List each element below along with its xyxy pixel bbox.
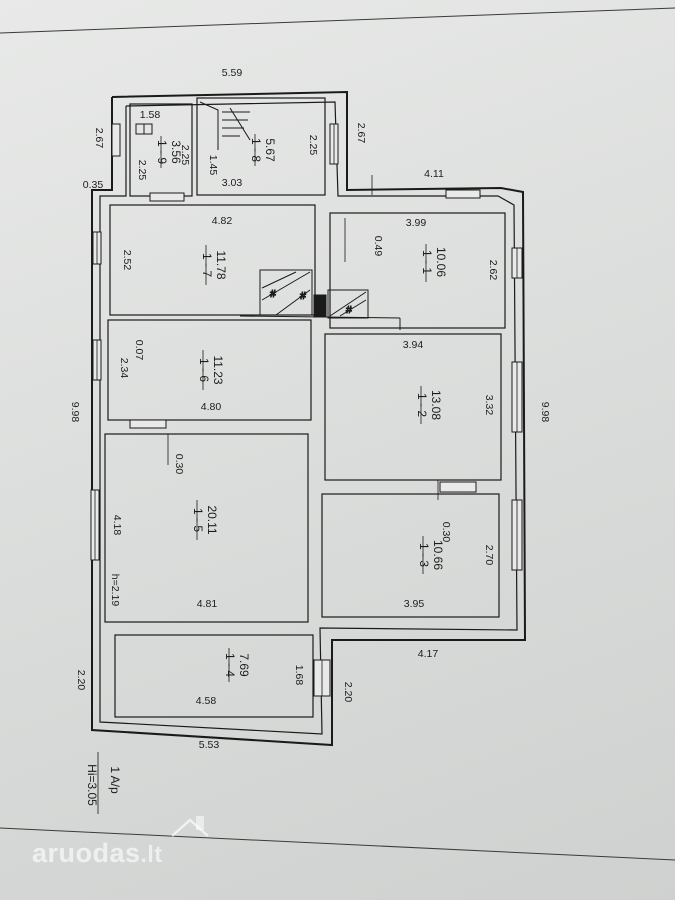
door-1-6-1-5 [129,419,167,429]
stair-1-8-icon [199,101,251,150]
room-1-5-height: 4.18 [111,515,123,536]
room-1-6-extra: 0.07 [133,340,145,361]
room-1-2-width: 3.94 [403,339,424,351]
dimension-marks [167,175,439,500]
room-1-3-area: 10.66 [431,540,445,570]
room-1-1-id: 1 - 1 [420,250,434,274]
room-1-9-width: 1.58 [140,109,161,121]
room-1-7-height: 2.52 [121,250,133,271]
window-left-1-9 [111,123,121,157]
legend-line-1: 1 A/p [108,766,122,794]
room-1-6-label: 1 - 6 11.23 [197,350,225,390]
outer-right-total: 9.98 [539,402,551,423]
outer-right-top: 2.67 [355,123,367,144]
room-1-1-label: 1 - 1 10.06 [420,244,448,282]
legend-line-2: Hi=3.05 [85,764,99,806]
room-1-1-width: 3.99 [406,217,427,229]
door-top-1-1 [445,189,481,199]
room-1-8-area: 5.67 [263,138,277,162]
room-1-9-id: 1 - 9 [155,140,169,164]
room-1-8-width: 3.03 [222,177,243,189]
room-1-2-outline [324,333,502,481]
top-width: 5.59 [222,67,243,79]
paper-edge-top [0,7,675,34]
outer-ledge: 0.35 [83,179,104,191]
door-1-2-1-3 [439,481,477,493]
outer-right-upper: 4.11 [424,168,444,180]
room-1-9-area: 3.56 [169,140,183,164]
toilet-icon [135,123,153,135]
svg-text:#: # [300,290,306,302]
room-1-3-id: 1 - 3 [417,543,431,567]
room-1-1-extra: 0.49 [372,236,384,257]
room-1-6-outline [107,319,312,421]
room-1-8-outline [196,97,326,196]
room-1-2-label: 1 - 2 13.08 [415,386,443,424]
room-1-5-id: 1 - 5 [191,508,205,532]
watermark-tld: .lt [140,841,163,867]
paper-edge-bottom [0,827,675,861]
room-1-2-height: 3.32 [483,395,495,416]
room-1-3-height: 2.70 [483,545,495,566]
room-1-5-height-note: h=2.19 [109,574,121,607]
room-1-1-area: 10.06 [434,247,448,277]
room-1-1-height: 2.62 [487,260,499,281]
house-logo-icon [171,816,209,837]
room-1-4-outline [114,634,314,718]
central-stairs-icon: # # # [239,269,401,330]
bottom-width: 5.53 [199,739,220,751]
room-1-6-width: 4.80 [201,401,222,413]
room-1-8-height-right: 2.25 [307,135,319,156]
room-1-3-width: 3.95 [404,598,425,610]
room-1-4-id: 1 - 4 [223,653,237,677]
room-1-4-height: 1.68 [293,665,305,686]
room-1-6-area: 11.23 [211,355,225,384]
site-watermark: aruodas.lt [32,838,163,869]
room-1-5-width: 4.81 [197,598,218,610]
building-inner-outline [99,101,518,735]
outer-left-total: 9.98 [69,402,81,423]
svg-text:#: # [270,288,276,300]
room-1-8-id: 1 - 8 [249,138,263,162]
room-1-9-height-left: 2.25 [136,160,148,181]
room-1-4-width: 4.58 [196,695,217,707]
outer-left-top: 2.67 [93,128,105,149]
room-1-5-outline [104,433,309,623]
room-1-7-outline [109,204,316,316]
room-1-7-label: 1 - 7 11.78 [200,245,228,285]
room-1-2-id: 1 - 2 [415,393,429,417]
room-1-1-outline [329,212,506,329]
room-1-7-area: 11.78 [214,250,228,279]
room-1-6-id: 1 - 6 [197,358,211,382]
room-1-3-extra: 0.30 [440,522,452,543]
window-mullions [94,124,518,696]
svg-text:#: # [346,304,352,316]
outer-right-bottom: 2.20 [342,682,354,703]
room-1-6-height: 2.34 [118,358,130,379]
outer-left-bottom: 2.20 [75,670,87,691]
room-1-9-height-right: 2.25 [179,145,191,166]
door-top-1-7 [149,192,185,202]
room-1-8-label: 1 - 8 5.67 [249,134,277,166]
room-1-2-area: 13.08 [429,390,443,420]
windows [90,123,523,697]
room-1-7-width: 4.82 [212,215,233,227]
room-1-5-extra: 0.30 [173,454,185,475]
room-1-5-label: 1 - 5 20.11 [191,500,219,540]
room-1-4-label: 1 - 4 7.69 [223,648,251,682]
outer-right-lower: 4.17 [418,648,439,660]
watermark-name: aruodas [32,838,141,868]
room-1-7-id: 1 - 7 [200,253,214,277]
room-1-3-outline [321,493,500,618]
room-1-4-area: 7.69 [237,653,251,677]
room-1-3-label: 1 - 3 10.66 [417,536,445,574]
building-outline [91,90,527,747]
room-1-9-label: 1 - 9 3.56 [155,136,183,168]
room-1-8-height-left: 1.45 [207,155,219,176]
room-1-5-area: 20.11 [205,505,219,534]
